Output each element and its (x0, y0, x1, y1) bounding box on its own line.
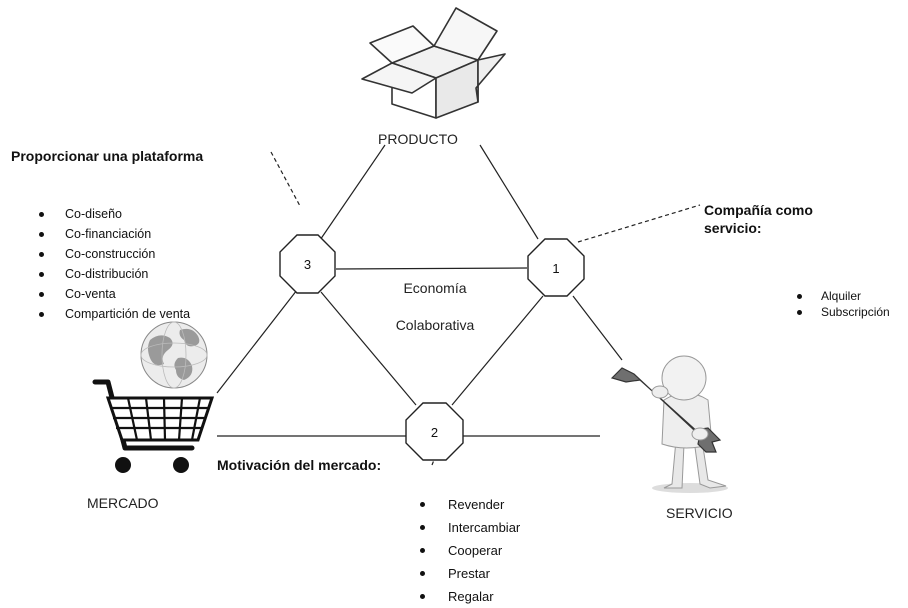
edge-market-segment (216, 289, 298, 394)
inner-edge-3-2 (320, 291, 417, 406)
box-icon (361, 7, 506, 119)
shopping-cart-icon (92, 379, 215, 473)
pointer-platform (270, 151, 301, 207)
company-heading-line1: Compañía como (704, 202, 813, 218)
list-item: Co-distribución (35, 264, 190, 284)
vertex-label-product: PRODUCTO (378, 131, 458, 147)
platform-list: Co-diseño Co-financiación Co-construcció… (35, 204, 190, 324)
inner-edge-1-2 (451, 295, 544, 406)
edge-product-market (317, 144, 386, 244)
list-item: Regalar (416, 585, 520, 608)
center-title-line1: Economía (403, 280, 467, 296)
company-heading-line2: servicio: (704, 220, 762, 236)
node-2-number: 2 (431, 425, 438, 440)
list-item: Revender (416, 493, 520, 516)
edge-service-segment (572, 295, 623, 361)
vertex-label-service: SERVICIO (666, 505, 733, 521)
center-title-line2: Colaborativa (395, 317, 475, 333)
node-2: 2 (405, 402, 464, 461)
list-item: Intercambiar (416, 516, 520, 539)
node-3: 3 (279, 234, 336, 294)
globe-icon (140, 321, 208, 389)
list-item: Co-diseño (35, 204, 190, 224)
list-item: Prestar (416, 562, 520, 585)
market-motivation-list: Revender Intercambiar Cooperar Prestar R… (416, 493, 520, 608)
node-1: 1 (527, 238, 585, 297)
list-item: Alquiler (793, 288, 890, 304)
vertex-label-market: MERCADO (87, 495, 159, 511)
platform-heading: Proporcionar una plataforma (11, 148, 204, 164)
market-motivation-heading: Motivación del mercado: (217, 457, 382, 473)
list-item: Co-construcción (35, 244, 190, 264)
node-3-number: 3 (304, 257, 311, 272)
list-item: Compartición de venta (35, 304, 190, 324)
wrench-person-icon (610, 355, 728, 493)
list-item: Subscripción (793, 304, 890, 320)
pointer-company (577, 204, 701, 243)
inner-edge-3-1 (335, 267, 528, 270)
list-item: Co-financiación (35, 224, 190, 244)
list-item: Co-venta (35, 284, 190, 304)
company-list: Alquiler Subscripción (793, 288, 890, 320)
list-item: Cooperar (416, 539, 520, 562)
edge-product-service (479, 144, 539, 240)
node-1-number: 1 (552, 261, 559, 276)
